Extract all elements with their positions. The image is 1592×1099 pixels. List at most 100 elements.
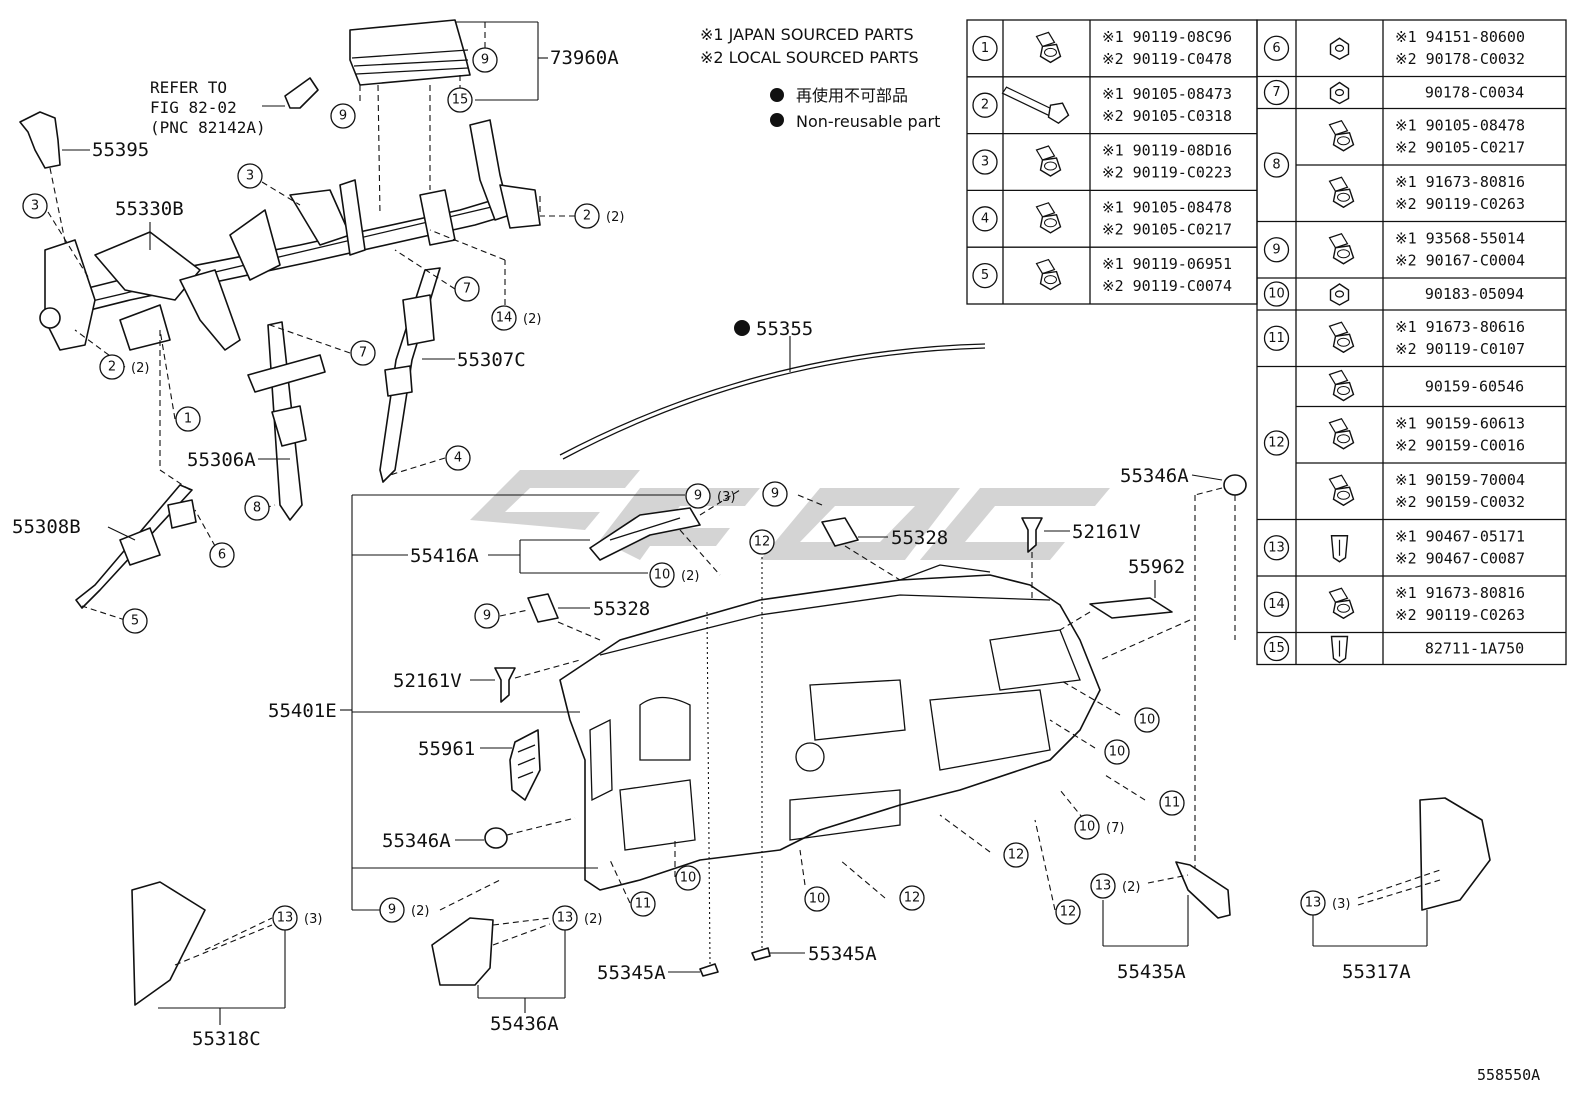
- nonreuse-dot-icon: [770, 113, 784, 127]
- fastener-no: 11: [1268, 331, 1285, 346]
- bolt-icon: [1328, 176, 1355, 209]
- cap-55346A-upper: 55346A: [1120, 465, 1247, 870]
- callout-11: 11: [1159, 790, 1185, 816]
- fastener-part-no: ※1 90105-08473: [1102, 85, 1232, 103]
- bolt-icon: [1035, 202, 1062, 234]
- bolt-icon: [1328, 233, 1355, 265]
- fastener-row: 1※1 90119-08C96※2 90119-C0478: [972, 28, 1232, 68]
- svg-text:8: 8: [253, 501, 261, 516]
- svg-text:11: 11: [635, 897, 652, 912]
- panel-55962: 55962: [1059, 556, 1191, 661]
- svg-text:12: 12: [904, 891, 921, 906]
- fastener-part-no: ※2 90467-C0087: [1395, 550, 1525, 568]
- fastener-part-no: 82711-1A750: [1425, 640, 1524, 658]
- callout-1: 1: [175, 406, 201, 432]
- callout-10: 10: [1134, 707, 1160, 733]
- label-55401E: 55401E: [268, 700, 337, 722]
- fastener-part-no: ※2 90119-C0074: [1102, 277, 1232, 295]
- fastener-row: 6※1 94151-80600※2 90178-C0032: [1263, 28, 1525, 68]
- side-cover-55318C: 55318C: [131, 881, 286, 1050]
- svg-text:12: 12: [1008, 848, 1025, 863]
- refer-line-1: REFER TO: [150, 78, 227, 97]
- fastener-part-no: 90159-60546: [1425, 378, 1524, 396]
- svg-text:12: 12: [754, 535, 771, 550]
- fastener-part-no: ※1 90105-08478: [1395, 117, 1525, 135]
- fastener-part-no: ※1 90105-08478: [1102, 198, 1232, 216]
- callout-10: 10: [1104, 739, 1130, 765]
- callout-12: 12: [749, 529, 775, 555]
- fastener-no: 13: [1268, 540, 1285, 555]
- qty-label: (2): [1122, 880, 1140, 895]
- svg-text:6: 6: [218, 548, 226, 563]
- label-55355: 55355: [756, 318, 813, 340]
- refer-note: REFER TO FIG 82-02 (PNC 82142A): [150, 77, 319, 137]
- refer-part-bracket: [284, 77, 319, 109]
- fastener-part-no: ※1 93568-55014: [1395, 230, 1525, 248]
- bolt-icon: [1001, 86, 1070, 125]
- diagram-id: 558550A: [1477, 1066, 1540, 1084]
- svg-text:4: 4: [454, 451, 462, 466]
- trim-strip-55355: 55355: [559, 318, 986, 460]
- pad-55345A-left: 55345A: [597, 609, 719, 984]
- fastener-part-no: ※2 90167-C0004: [1395, 252, 1525, 270]
- fastener-part-no: ※2 90119-C0223: [1102, 164, 1232, 182]
- label-55317A: 55317A: [1342, 961, 1411, 983]
- nut-icon: [1329, 283, 1350, 306]
- callout-12: 12: [899, 885, 925, 911]
- callout-10: 10: [1074, 814, 1100, 840]
- svg-text:9: 9: [483, 609, 491, 624]
- duct-55416A: [589, 489, 741, 576]
- label-55330B: 55330B: [115, 198, 184, 220]
- legend-note-1: ※1 JAPAN SOURCED PARTS: [700, 25, 914, 44]
- svg-text:13: 13: [557, 911, 574, 926]
- qty-label: (3): [304, 912, 322, 927]
- fastener-part-no: ※1 90119-06951: [1102, 255, 1232, 273]
- fastener-part-no: ※1 91673-80616: [1395, 318, 1525, 336]
- clip-icon: [1330, 635, 1349, 664]
- svg-text:2: 2: [108, 360, 116, 375]
- bracket-55328-upper: 55328: [797, 494, 948, 581]
- label-55306A: 55306A: [187, 449, 256, 471]
- bolt-icon: [1328, 369, 1355, 402]
- vent-55961: 55961: [418, 729, 541, 801]
- svg-text:10: 10: [1109, 745, 1126, 760]
- qty-label: (2): [606, 210, 624, 225]
- svg-text:3: 3: [246, 169, 254, 184]
- svg-text:9: 9: [481, 53, 489, 68]
- label-55346A-lower: 55346A: [382, 830, 451, 852]
- fastener-no: 15: [1268, 641, 1285, 656]
- brace-55307C: 55307C: [379, 267, 526, 483]
- svg-text:13: 13: [1095, 879, 1112, 894]
- callout-9: 9: [472, 47, 498, 73]
- leader-lines: [47, 181, 1236, 911]
- fastener-part-no: ※2 90119-C0263: [1395, 606, 1525, 624]
- label-55395: 55395: [92, 139, 149, 161]
- label-55436A: 55436A: [490, 1013, 559, 1035]
- callout-12: 12: [1055, 899, 1081, 925]
- label-55961: 55961: [418, 738, 475, 760]
- qty-label: (7): [1106, 821, 1124, 836]
- label-55346A-upper: 55346A: [1120, 465, 1189, 487]
- nonreuse-dot-icon: [734, 320, 750, 336]
- svg-text:11: 11: [1164, 796, 1181, 811]
- callout-9: 9: [330, 103, 356, 129]
- clip-icon: [1330, 535, 1349, 563]
- fastener-part-no: ※2 90119-C0478: [1102, 50, 1232, 68]
- side-cover-55317A: 55317A: [1312, 797, 1491, 983]
- fastener-part-no: ※1 90159-60613: [1395, 415, 1525, 433]
- callout-10: 10: [804, 886, 830, 912]
- fastener-no: 7: [1272, 85, 1280, 100]
- nut-icon: [1329, 37, 1350, 61]
- svg-text:7: 7: [463, 282, 471, 297]
- label-55318C: 55318C: [192, 1028, 261, 1050]
- callout-10: 10: [649, 562, 675, 588]
- fastener-part-no: ※2 90105-C0318: [1102, 107, 1232, 125]
- fastener-no: 12: [1268, 436, 1285, 451]
- label-55962: 55962: [1128, 556, 1185, 578]
- label-55308B: 55308B: [12, 516, 81, 538]
- fastener-row: 2※1 90105-08473※2 90105-C0318: [972, 85, 1232, 125]
- callout-9: 9: [474, 603, 500, 629]
- nut-icon: [1329, 81, 1350, 105]
- bolt-icon: [1328, 120, 1355, 152]
- bolt-icon: [1328, 418, 1355, 450]
